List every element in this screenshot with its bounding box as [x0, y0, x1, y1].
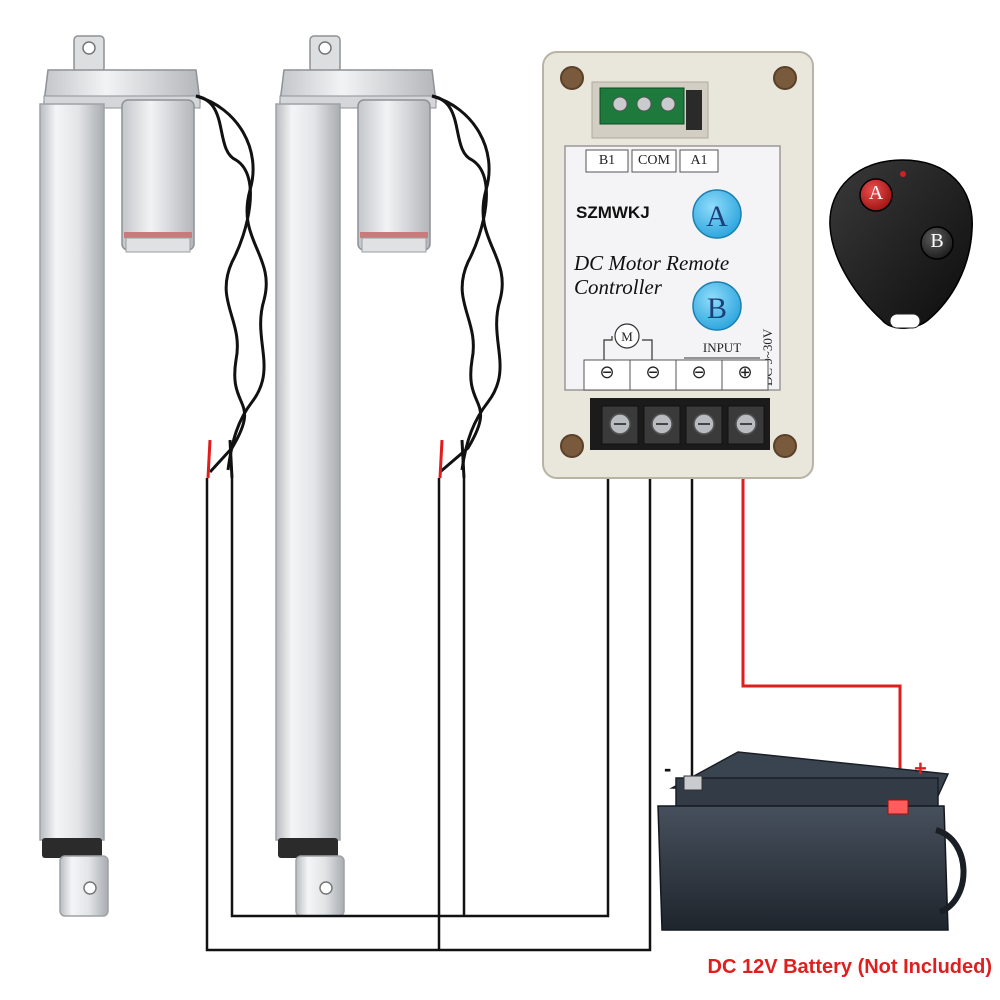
battery-negative-label: -	[664, 756, 672, 781]
controller-title-line1: DC Motor Remote	[573, 251, 729, 275]
motor-symbol-icon	[614, 323, 640, 349]
battery-caption: DC 12V Battery (Not Included)	[707, 956, 992, 978]
battery-positive-label: +	[914, 756, 927, 781]
motor-symbol-label: M	[621, 329, 633, 344]
controller-button-a-label: A	[706, 200, 728, 233]
controller-button-a[interactable]	[692, 189, 742, 239]
remote-button-a[interactable]	[859, 178, 893, 212]
controller-brand: SZMWKJ	[576, 203, 650, 222]
battery-icon	[657, 751, 967, 931]
controller-title-line2: Controller	[574, 275, 663, 299]
input-label: INPUT	[703, 340, 741, 355]
controller-button-b[interactable]	[692, 281, 742, 331]
remote-button-b[interactable]	[920, 226, 954, 260]
remote-fob-icon	[829, 159, 973, 329]
linear-actuator-left	[39, 35, 268, 917]
dc-motor-controller: SZMWKJ A DC Motor Remote Controller B M …	[542, 51, 814, 479]
controller-button-b-label: B	[707, 292, 727, 325]
wiring-lines	[205, 438, 902, 952]
linear-actuator-right	[275, 35, 504, 917]
